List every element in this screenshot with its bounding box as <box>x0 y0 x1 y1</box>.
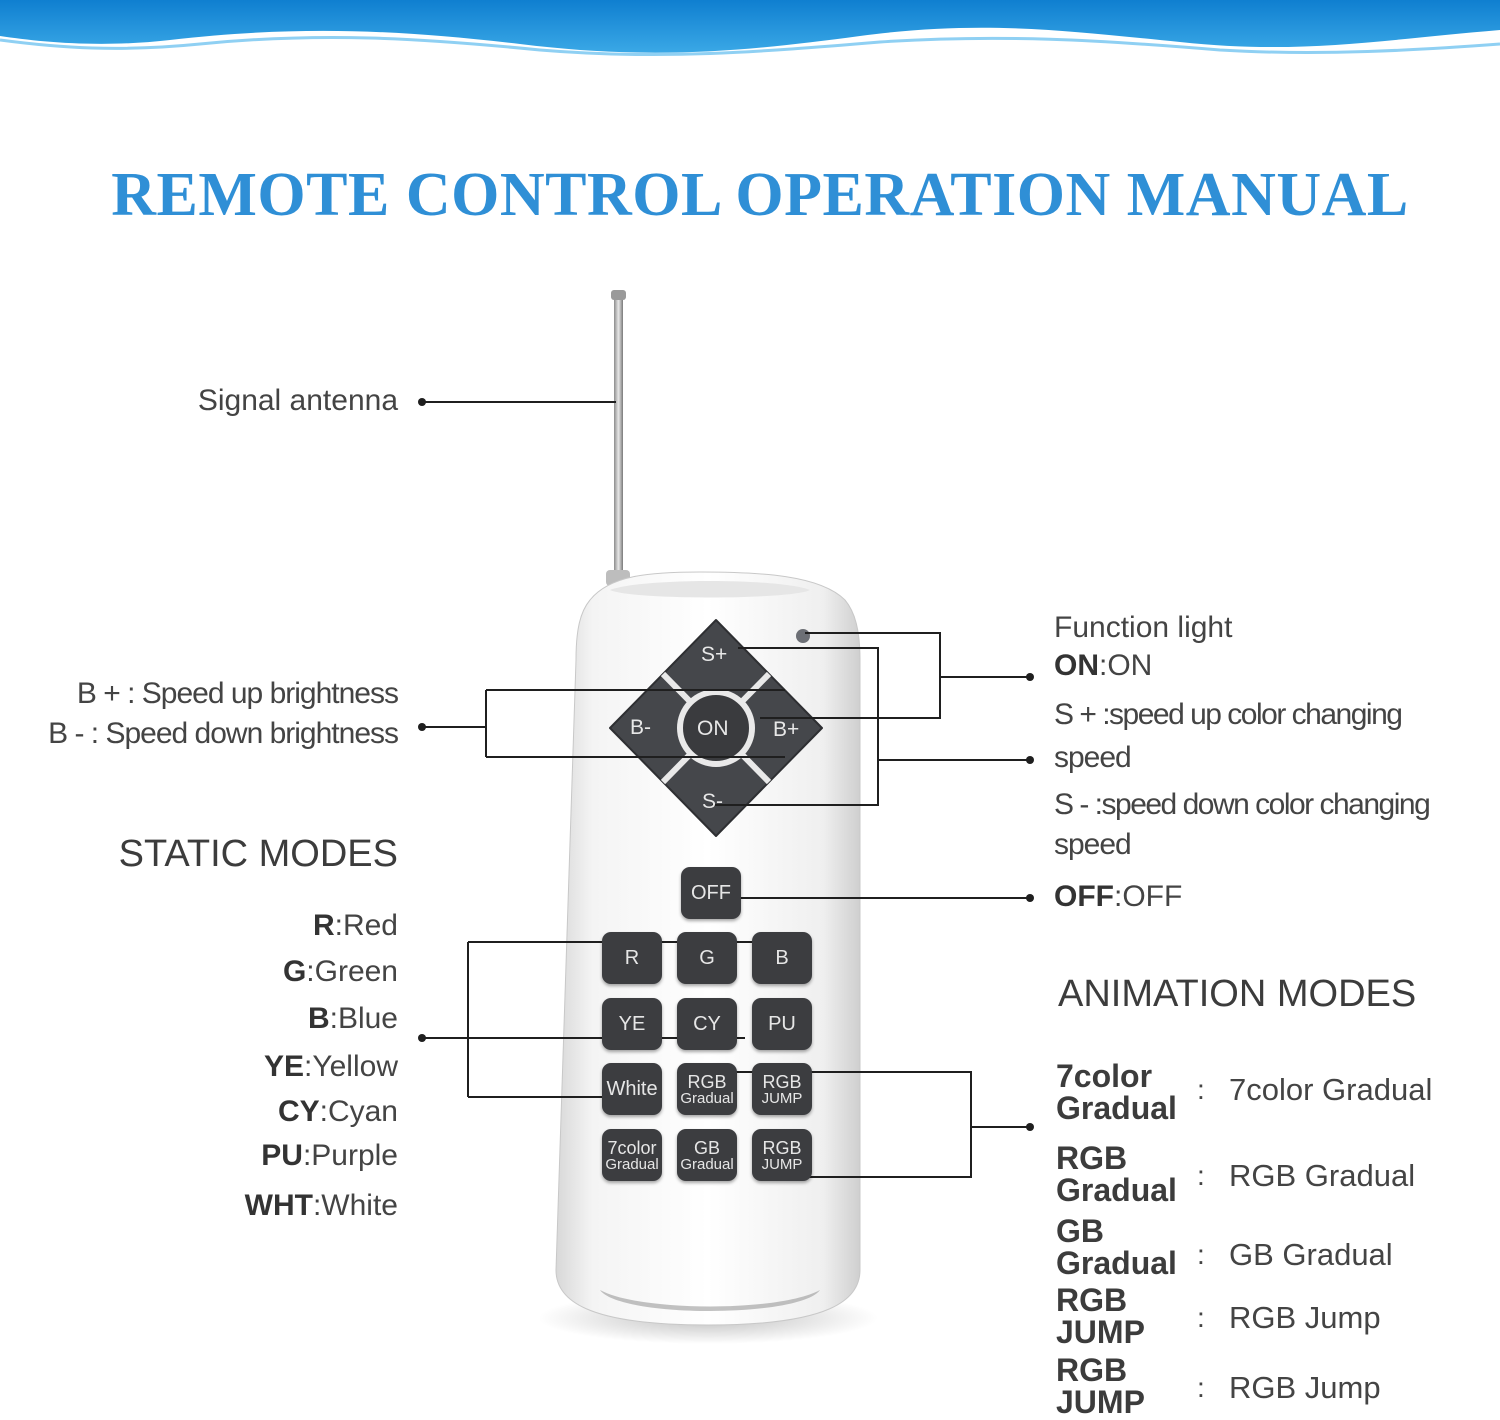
off-label-key: OFF <box>1054 880 1114 913</box>
on-label-text: :ON <box>1099 649 1153 682</box>
static-mode-text: :Purple <box>302 1139 398 1172</box>
dpad-right-button[interactable]: B+ <box>773 718 800 741</box>
on-label-key: ON <box>1054 649 1099 682</box>
static-mode-item: B:Blue <box>308 1004 398 1034</box>
static-mode-text: :Green <box>306 955 398 988</box>
static-mode-key: WHT <box>244 1189 313 1222</box>
mode-button[interactable]: PU <box>752 998 812 1050</box>
static-mode-key: YE <box>264 1050 305 1083</box>
off-label-text: :OFF <box>1114 880 1183 913</box>
mode-button-label: G <box>699 947 715 969</box>
animation-mode-colon: : <box>1197 1239 1205 1270</box>
static-mode-item: R:Red <box>313 911 398 941</box>
page-title: REMOTE CONTROL OPERATION MANUAL <box>111 161 1409 229</box>
animation-mode-name: RGB Gradual <box>1056 1140 1177 1208</box>
static-mode-key: CY <box>277 1095 320 1128</box>
function-light-label: Function light <box>1054 611 1233 644</box>
static-mode-key: R <box>312 909 335 942</box>
mode-button-label: YE <box>618 1013 646 1035</box>
static-mode-item: YE:Yellow <box>264 1052 398 1082</box>
antenna <box>614 296 623 586</box>
s-plus-label-cont: speed <box>1054 741 1132 774</box>
static-mode-item: CY:Cyan <box>278 1097 398 1127</box>
mode-button[interactable]: R <box>602 932 662 984</box>
mode-button-label: 7color <box>607 1137 657 1158</box>
static-mode-item: G:Green <box>283 957 398 987</box>
static-mode-key: PU <box>261 1139 303 1172</box>
s-minus-label: S - :speed down color changing <box>1054 788 1431 821</box>
mode-button-label: GB <box>693 1137 720 1158</box>
static-mode-item: WHT:White <box>245 1191 398 1221</box>
mode-button[interactable]: B <box>752 932 812 984</box>
off-button-label: OFF <box>691 882 731 904</box>
off-button[interactable]: OFF <box>681 867 741 919</box>
antenna-label: Signal antenna <box>197 384 398 417</box>
on-label: ON:ON <box>1054 651 1152 681</box>
static-mode-item: PU:Purple <box>261 1141 398 1171</box>
header-wave <box>0 0 1500 57</box>
animation-mode-desc: RGB Jump <box>1229 1370 1381 1405</box>
animation-mode-desc: RGB Jump <box>1229 1300 1381 1335</box>
brightness-down-label: B - : Speed down brightness <box>48 717 399 750</box>
dpad-down-button[interactable]: S- <box>702 790 723 813</box>
animation-mode-colon: : <box>1197 1372 1205 1403</box>
function-light <box>796 629 810 643</box>
mode-button[interactable]: CY <box>677 998 737 1050</box>
animation-mode-colon: : <box>1197 1074 1205 1105</box>
animation-mode-name: GB Gradual <box>1056 1213 1177 1281</box>
animation-mode-colon: : <box>1197 1302 1205 1333</box>
mode-button-label: JUMP <box>761 1155 803 1173</box>
mode-button-label: White <box>606 1078 658 1100</box>
mode-button-label: Gradual <box>680 1155 734 1173</box>
static-mode-key: B <box>307 1002 330 1035</box>
mode-button-label: RGB <box>762 1071 802 1092</box>
dpad-left-button[interactable]: B- <box>630 716 651 739</box>
animation-modes-heading: ANIMATION MODES <box>1058 973 1417 1015</box>
mode-button[interactable]: White <box>602 1063 662 1115</box>
static-mode-text: :Red <box>334 909 398 942</box>
static-mode-key: G <box>282 955 307 988</box>
s-plus-label: S + :speed up color changing <box>1054 698 1403 731</box>
connector-lines <box>422 401 1030 1178</box>
mode-button[interactable]: G <box>677 932 737 984</box>
static-mode-text: :Yellow <box>304 1050 398 1083</box>
mode-button-label: Gradual <box>605 1155 659 1173</box>
animation-mode-name: RGB JUMP <box>1056 1282 1145 1350</box>
static-mode-text: :Cyan <box>319 1095 398 1128</box>
mode-button-label: PU <box>768 1013 796 1035</box>
animation-mode-desc: 7color Gradual <box>1229 1072 1433 1107</box>
static-modes-heading: STATIC MODES <box>118 833 398 875</box>
mode-button-label: RGB <box>687 1071 727 1092</box>
mode-button-label: JUMP <box>761 1089 803 1107</box>
on-button[interactable]: ON <box>697 717 729 740</box>
off-label: OFF:OFF <box>1054 882 1182 912</box>
static-mode-text: :White <box>312 1189 398 1222</box>
animation-mode-desc: GB Gradual <box>1229 1237 1393 1272</box>
mode-button-label: CY <box>693 1013 721 1035</box>
brightness-up-label: B + : Speed up brightness <box>76 677 399 710</box>
dpad <box>609 619 823 837</box>
animation-mode-colon: : <box>1197 1160 1205 1191</box>
mode-button-label: Gradual <box>680 1089 734 1107</box>
animation-mode-name: RGB JUMP <box>1056 1352 1145 1420</box>
dpad-up-button[interactable]: S+ <box>701 643 728 666</box>
mode-button-label: R <box>624 947 640 969</box>
animation-mode-name: 7color Gradual <box>1056 1058 1177 1126</box>
s-minus-label-cont: speed <box>1054 828 1132 861</box>
mode-button[interactable]: YE <box>602 998 662 1050</box>
mode-button-label: B <box>775 947 789 969</box>
static-mode-text: :Blue <box>329 1002 398 1035</box>
animation-mode-desc: RGB Gradual <box>1229 1158 1416 1193</box>
mode-button-label: RGB <box>762 1137 802 1158</box>
